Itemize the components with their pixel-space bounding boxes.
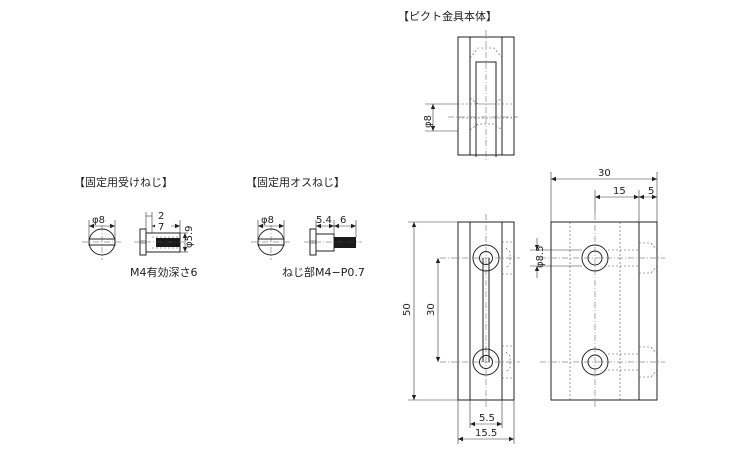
dim-phi8-female: φ8 — [92, 215, 105, 226]
dim-5-side: 5 — [648, 186, 654, 197]
section-title-male-screw: 【固定用オスねじ】 — [246, 175, 345, 189]
dim-phi85-side: φ8.5 — [535, 246, 546, 269]
dim-7-female: 7 — [158, 222, 164, 233]
section-title-female-screw: 【固定用受けねじ】 — [74, 175, 173, 189]
dim-phi59-female: φ5.9 — [184, 226, 195, 249]
body-side-view: 30 15 5 φ8.5 — [530, 168, 665, 408]
dim-50-front: 50 — [402, 303, 413, 316]
female-screw-drawing: φ8 2 7 φ5.9 M4有効深さ6 — [82, 211, 198, 279]
dim-54-male: 5.4 — [316, 215, 332, 226]
male-screw-drawing: φ8 5.4 6 ねじ部M4−P0.7 — [251, 215, 365, 279]
section-title-body: 【ピクト金具本体】 — [398, 9, 497, 23]
dim-55-front: 5.5 — [479, 413, 495, 424]
body-front-view: 50 30 5.5 15.5 — [402, 214, 520, 444]
dim-30-front: 30 — [426, 303, 437, 316]
dim-phi8-top: φ8 — [423, 115, 434, 128]
dim-2-female: 2 — [158, 211, 164, 222]
dim-15-side: 15 — [613, 186, 626, 197]
dim-155-front: 15.5 — [475, 428, 497, 439]
dim-phi8-male: φ8 — [261, 215, 274, 226]
dim-6-male: 6 — [340, 215, 346, 226]
male-thread-note: ねじ部M4−P0.7 — [282, 265, 365, 279]
body-top-view: φ8 — [423, 30, 518, 162]
female-thread-note: M4有効深さ6 — [130, 265, 198, 279]
dim-30-side: 30 — [598, 168, 611, 179]
